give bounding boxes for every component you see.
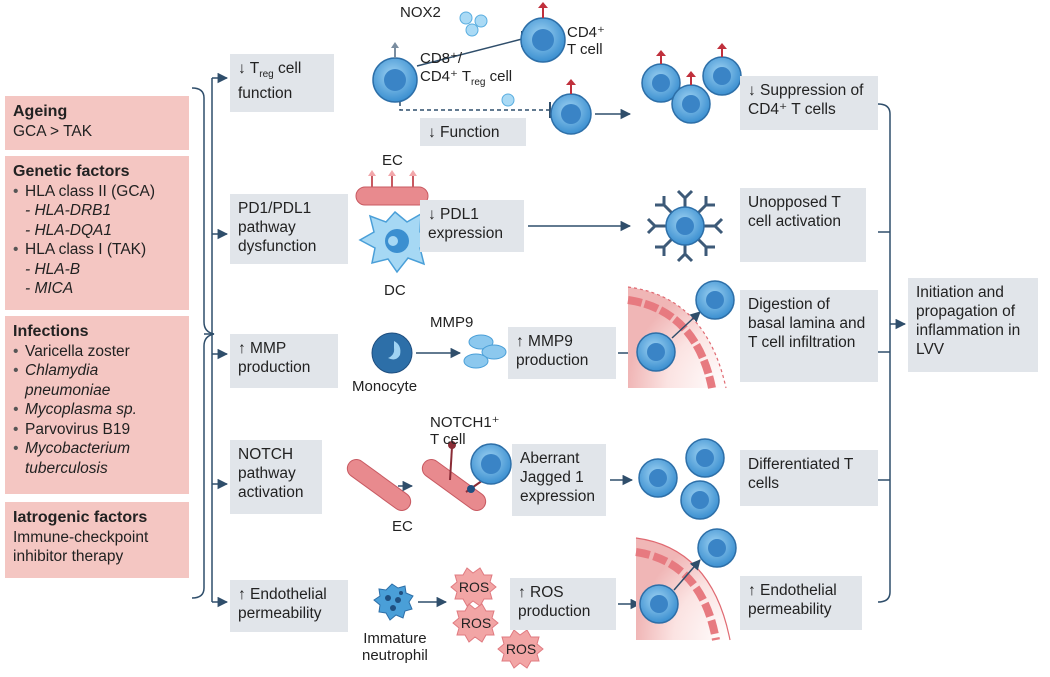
genetic-item: HLA class I (TAK)	[13, 240, 181, 260]
iatrogenic-text: Immune-checkpoint inhibitor therapy	[13, 528, 149, 566]
ec-label-2: EC	[392, 518, 413, 535]
ageing-title: Ageing	[13, 103, 68, 120]
pdl1-expression-box: ↓ PDL1 expression	[420, 200, 524, 252]
infections-box: Infections Varicella zoster Chlamydia pn…	[5, 316, 189, 494]
ros-production-box: ↑ ROS production	[510, 578, 616, 630]
mmp9-label: MMP9	[430, 314, 474, 331]
infection-item: Parvovirus B19	[13, 420, 181, 440]
cd8-label-pre: CD4⁺ T	[420, 68, 471, 85]
ros-label-3: ROS	[506, 641, 536, 657]
ros-label-2: ROS	[461, 615, 491, 631]
risk-factor-bracket	[191, 72, 229, 608]
differentiated-outcome-box: Differentiated T cells	[740, 450, 878, 506]
endothelial-permeability-box: ↑ Endothelial permeability	[230, 580, 348, 632]
suppressed-cd4-cells	[641, 43, 742, 124]
neutrophil-label-line2: neutrophil	[362, 647, 428, 664]
iatrogenic-box: Iatrogenic factors Immune-checkpoint inh…	[5, 502, 189, 578]
genetic-item: HLA class II (GCA)	[13, 182, 181, 202]
cd8-label-sub: reg	[470, 77, 486, 88]
pd1-row-graphics	[355, 170, 724, 274]
nox2-molecule	[459, 11, 473, 25]
genetic-factors-box: Genetic factors HLA class II (GCA) - HLA…	[5, 156, 189, 310]
ec-label-1: EC	[382, 152, 403, 169]
cd8-label-line1: CD8⁺/	[420, 50, 463, 67]
mmp9-production-box: ↑ MMP9 production	[508, 327, 616, 379]
mmp9-molecules	[463, 334, 507, 369]
ros-bursts	[450, 567, 544, 669]
infection-item: Varicella zoster	[13, 342, 181, 362]
nox2-label: NOX2	[400, 4, 441, 21]
cd4-t-cell-label: CD4⁺ T cell	[567, 24, 605, 58]
cd4-label-line1: CD4⁺	[567, 24, 605, 41]
digestion-outcome-box: Digestion of basal lamina and T cell inf…	[740, 290, 878, 382]
pd1-pdl1-box: PD1/PDL1 pathway dysfunction	[230, 194, 348, 264]
neutrophil-label-line1: Immature	[363, 630, 427, 647]
notch-activation-box: NOTCH pathway activation	[230, 440, 322, 514]
notch1-t-cell-label: NOTCH1⁺ T cell	[430, 414, 500, 448]
treg-row-graphics	[372, 2, 742, 135]
ageing-text: GCA > TAK	[13, 122, 93, 140]
genetic-subitem: - HLA-B	[25, 260, 81, 278]
ageing-box: Ageing GCA > TAK	[5, 96, 189, 150]
genetic-subitem: - HLA-DQA1	[25, 221, 112, 239]
notch-row-graphics	[346, 438, 725, 520]
infection-item: Chlamydia pneumoniae	[13, 361, 181, 400]
endothelial-cell-1	[355, 186, 429, 206]
monocyte-cell	[371, 332, 413, 374]
endo-row-graphics: ROS ROS ROS	[373, 528, 737, 669]
treg-box-pre: ↓ T	[238, 60, 260, 77]
cd4-label-line2: T cell	[567, 41, 603, 58]
endothelial-cell-3	[421, 459, 487, 511]
mmp-production-box: ↑ MMP production	[230, 334, 338, 388]
treg-box-post: cell function	[238, 60, 302, 103]
differentiated-t-cells	[638, 438, 725, 520]
dc-label: DC	[384, 282, 406, 299]
cd8-label-line2: CD4⁺ Treg cell	[420, 68, 512, 92]
infections-title: Infections	[13, 323, 89, 340]
infection-item: Mycoplasma sp.	[13, 400, 181, 420]
immature-neutrophil-label: Immature neutrophil	[362, 630, 428, 664]
ros-label-1: ROS	[459, 579, 489, 595]
mmp-row-graphics	[371, 280, 735, 389]
dendritic-cell	[358, 210, 437, 274]
treg-function-box: ↓ Treg cell function	[230, 54, 334, 112]
infection-item: Mycobacterium tuberculosis	[13, 439, 181, 478]
suppression-outcome-box: ↓ Suppression of CD4⁺ T cells	[740, 76, 878, 130]
endothelial-outcome-box: ↑ Endothelial permeability	[740, 576, 862, 630]
final-outcome-box: Initiation and propagation of inflammati…	[908, 278, 1038, 372]
genetic-subitem: - HLA-DRB1	[25, 202, 112, 219]
monocyte-label: Monocyte	[352, 378, 418, 395]
function-box: ↓ Function	[420, 118, 526, 146]
unopposed-activation-box: Unopposed T cell activation	[740, 188, 866, 262]
iatrogenic-title: Iatrogenic factors	[13, 509, 148, 526]
outcome-bracket	[877, 103, 907, 603]
genetic-subitem: - MICA	[25, 280, 74, 297]
endothelial-cell-2	[346, 459, 412, 511]
notch1-label-line1: NOTCH1⁺	[430, 414, 500, 431]
notch1-label-line2: T cell	[430, 431, 466, 448]
cd8-treg-label: CD8⁺/ CD4⁺ Treg cell	[420, 50, 512, 92]
jagged1-expression-box: Aberrant Jagged 1 expression	[512, 444, 606, 516]
treg-box-sub: reg	[259, 69, 274, 81]
cd8-label-post: cell	[485, 68, 513, 85]
immature-neutrophil	[373, 583, 414, 621]
genetic-title: Genetic factors	[13, 163, 130, 180]
